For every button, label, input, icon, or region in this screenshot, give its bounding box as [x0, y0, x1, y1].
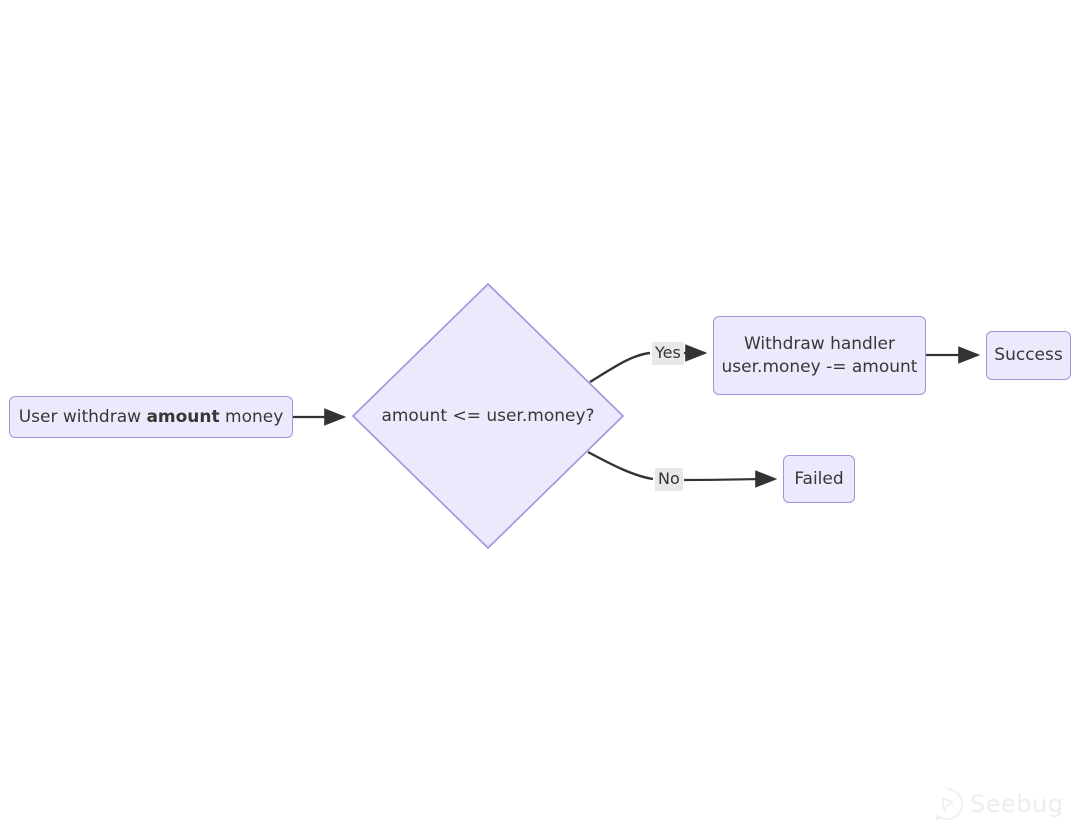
edge-decision-to-failed-tail: [683, 470, 778, 488]
node-withdraw-handler[interactable]: Withdraw handler user.money -= amount: [713, 316, 926, 395]
node-failed[interactable]: Failed: [783, 455, 855, 503]
seebug-logo-icon: [935, 788, 963, 821]
seebug-watermark: Seebug: [930, 787, 1063, 821]
node-withdraw-handler-line1: Withdraw handler: [743, 333, 896, 354]
node-text-suffix: money: [219, 406, 284, 427]
node-user-withdraw[interactable]: User withdraw amount money: [9, 396, 293, 438]
node-decision-label: amount <= user.money?: [381, 406, 595, 426]
node-withdraw-handler-line2: user.money -= amount: [721, 356, 918, 377]
node-failed-label: Failed: [794, 468, 844, 489]
node-user-withdraw-label: User withdraw amount money: [5, 406, 298, 429]
node-text-prefix: User withdraw: [18, 406, 147, 427]
edge-label-no: No: [655, 468, 683, 491]
node-decision-amount-check[interactable]: amount <= user.money?: [352, 283, 624, 549]
node-success[interactable]: Success: [986, 331, 1071, 380]
node-success-label: Success: [994, 345, 1063, 366]
edge-label-yes: Yes: [652, 342, 684, 365]
node-text-bold: amount: [146, 406, 220, 427]
seebug-watermark-text: Seebug: [970, 790, 1064, 818]
diamond-shape: [352, 283, 624, 549]
